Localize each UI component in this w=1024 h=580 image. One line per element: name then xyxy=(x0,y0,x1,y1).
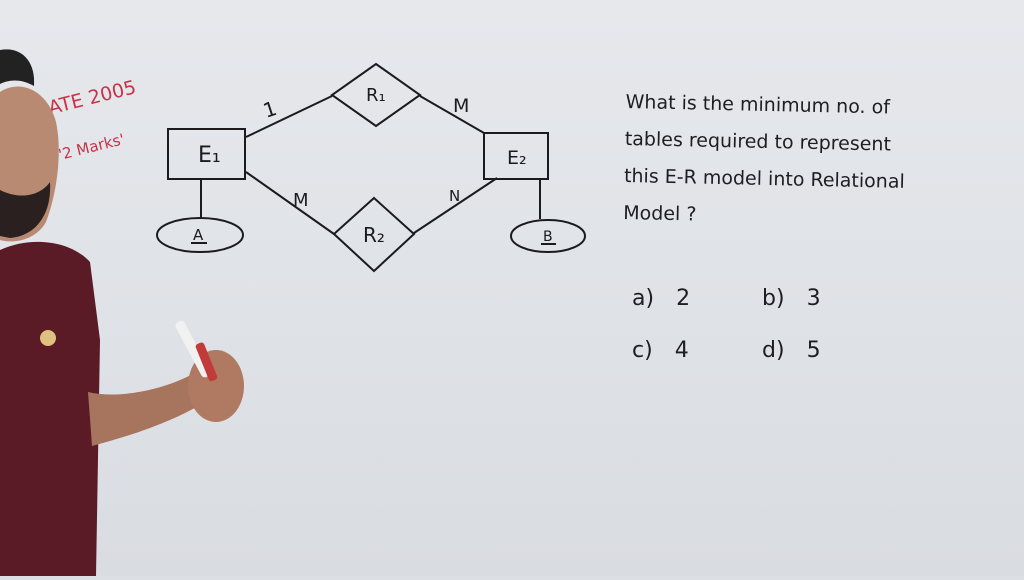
option-key: c) xyxy=(632,337,653,363)
entity-e2-label: E₂ xyxy=(507,147,527,169)
attribute-a-label: A xyxy=(193,226,204,244)
attribute-b-label: B xyxy=(543,229,553,245)
relationship-r2-diamond xyxy=(332,196,416,273)
presenter-hair xyxy=(0,49,35,86)
entity-e1-box xyxy=(167,128,246,180)
option-b: b) 3 xyxy=(762,286,892,311)
question-line: Model ? xyxy=(623,201,697,226)
presenter-figure xyxy=(0,49,244,576)
r1-left-cardinality: 1 xyxy=(260,96,280,123)
entity-e2-box xyxy=(483,132,549,180)
presenter-arm xyxy=(88,372,214,446)
attribute-a-ellipse xyxy=(156,217,244,253)
r1-right-cardinality: M xyxy=(453,95,469,117)
option-key: b) xyxy=(762,285,785,311)
relationship-r1-diamond xyxy=(330,62,422,128)
shirt-badge-icon xyxy=(40,330,56,346)
marker-icon xyxy=(175,320,211,378)
option-key: a) xyxy=(632,285,655,311)
relationship-r1-label: R₁ xyxy=(366,85,386,106)
entity-e1-label: E₁ xyxy=(198,143,221,168)
question-text: What is the minimum no. of tables requir… xyxy=(623,84,1006,240)
option-d: d) 5 xyxy=(762,338,892,363)
answer-options: a) 2 b) 3 c) 4 d) 5 xyxy=(632,272,892,376)
option-a: a) 2 xyxy=(632,286,762,311)
option-value: 5 xyxy=(806,337,821,363)
option-key: d) xyxy=(762,337,785,363)
option-value: 3 xyxy=(806,285,821,311)
options-row: c) 4 d) 5 xyxy=(632,324,892,376)
attribute-b-ellipse xyxy=(510,219,586,253)
r1-e2-line xyxy=(419,95,485,134)
r2-e2-line xyxy=(413,177,498,234)
option-value: 2 xyxy=(676,285,691,311)
r2-left-cardinality: M xyxy=(293,190,309,211)
option-value: 4 xyxy=(674,337,689,363)
relationship-r2-label: R₂ xyxy=(363,223,385,247)
presenter-shirt xyxy=(0,241,100,576)
marker-cap-icon xyxy=(195,342,218,382)
e1-r2-line xyxy=(245,171,335,235)
option-c: c) 4 xyxy=(632,338,762,363)
r2-right-cardinality: N xyxy=(449,187,460,205)
presenter-beard xyxy=(0,182,51,238)
e1-r1-line xyxy=(245,95,333,138)
options-row: a) 2 b) 3 xyxy=(632,272,892,324)
